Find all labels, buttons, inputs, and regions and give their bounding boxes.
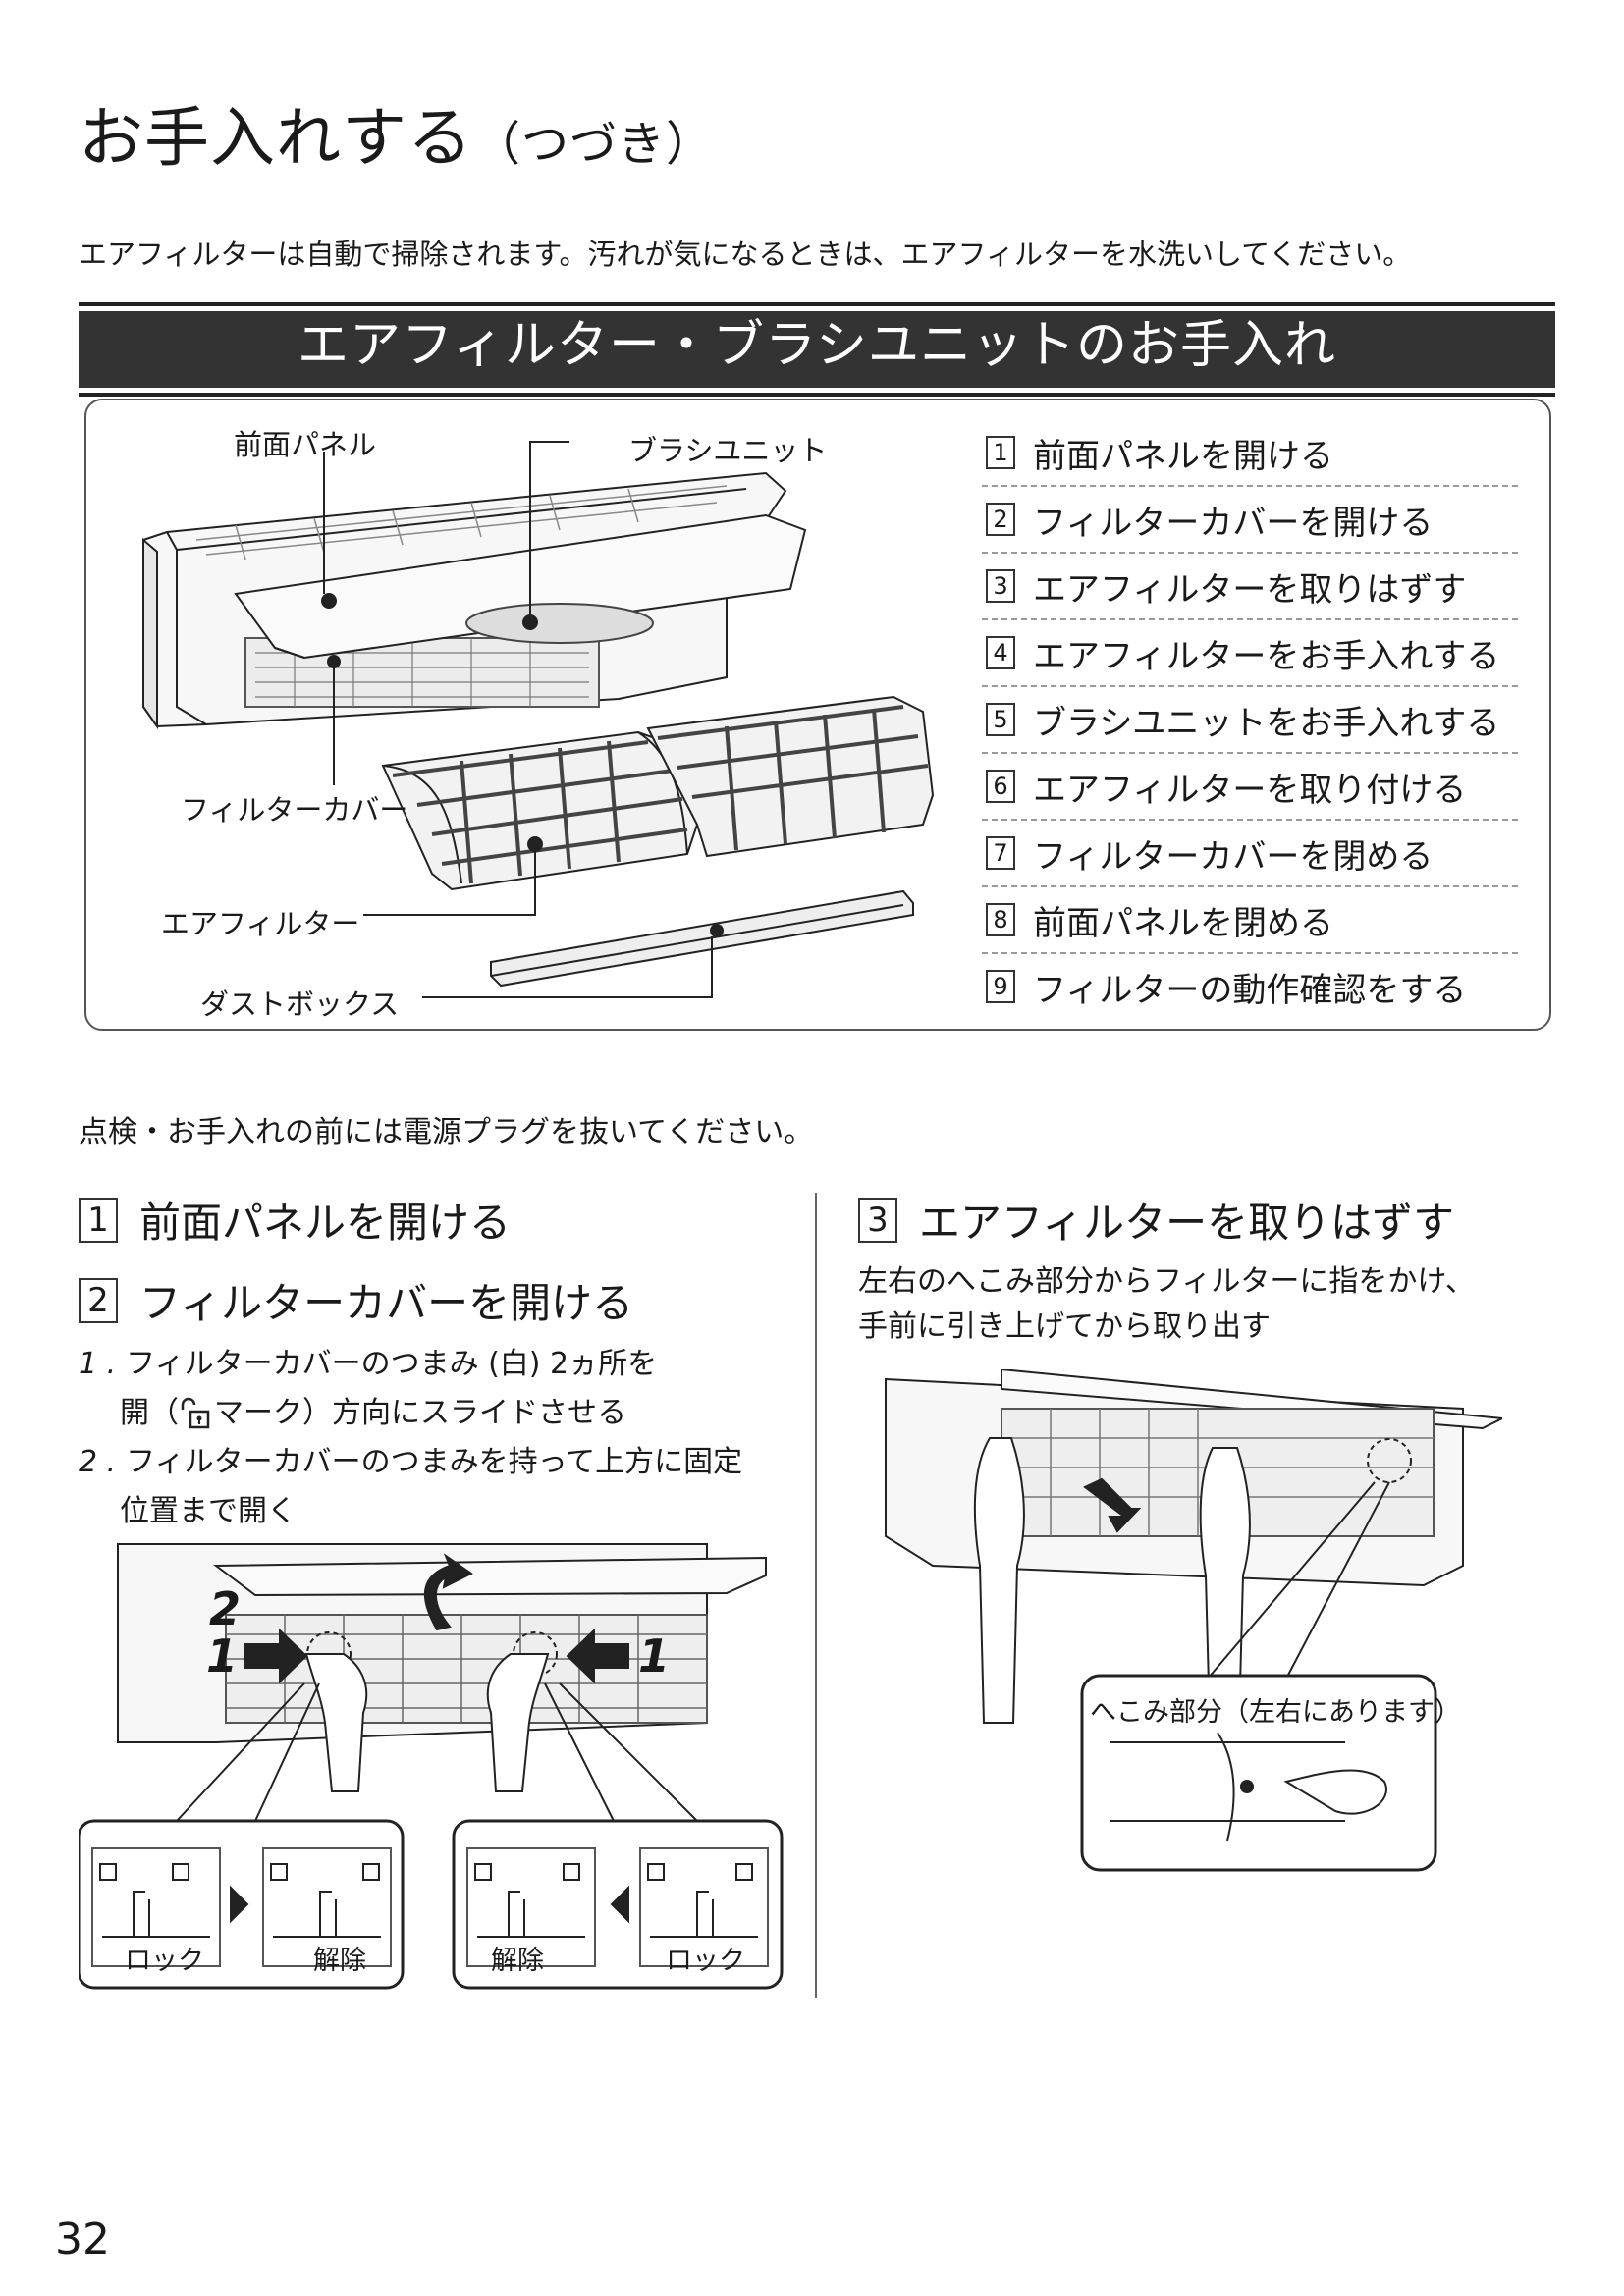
step-item: 2 フィルターカバーを開ける (982, 487, 1518, 554)
step-text: フィルターカバーを閉める (1033, 836, 1434, 877)
safety-warning: 点検・お手入れの前には電源プラグを抜いてください。 (79, 1115, 814, 1149)
step-number: 3 (986, 569, 1015, 603)
step3-title: エアフィルターを取りはずす (919, 1199, 1455, 1247)
label-dust-box: ダストボックス (200, 988, 400, 1021)
intro-text: エアフィルターは自動で掃除されます。汚れが気になるときは、エアフィルターを水洗い… (79, 238, 1412, 271)
step-number: 9 (986, 970, 1015, 1003)
lock-label: ロック (666, 1946, 745, 1976)
filter-cover-illustration (79, 1543, 784, 1990)
overview-box (84, 399, 1551, 1031)
page-title-suffix: （つづき） (473, 117, 715, 172)
instruction-1-number: 1 . (79, 1347, 117, 1381)
step1-title: 前面パネルを開ける (139, 1199, 512, 1247)
step-text: 前面パネルを開ける (1033, 436, 1333, 476)
step3-description-line1: 左右のへこみ部分からフィルターに指をかけ、 (858, 1264, 1475, 1299)
step3-number: 3 (858, 1197, 897, 1243)
label-air-filter: エアフィルター (161, 907, 360, 940)
step-number: 5 (986, 703, 1015, 736)
lift-step-label: 2 (209, 1582, 242, 1635)
section-banner-text: エアフィルター・ブラシユニットのお手入れ (79, 311, 1555, 388)
instruction-2-line1: フィルターカバーのつまみを持って上方に固定 (126, 1445, 743, 1479)
step1-heading: 1 前面パネルを開ける (79, 1190, 511, 1250)
step-item: 4 エアフィルターをお手入れする (982, 620, 1518, 687)
step-text: 前面パネルを閉める (1033, 903, 1333, 943)
step-text: フィルターカバーを開ける (1033, 503, 1434, 543)
step-item: 3 エアフィルターを取りはずす (982, 554, 1518, 620)
step-item: 6 エアフィルターを取り付ける (982, 754, 1518, 821)
step2-title: フィルターカバーを開ける (139, 1279, 634, 1327)
unlock-icon (181, 1397, 210, 1429)
unlock-label: 解除 (491, 1946, 544, 1976)
slide-step-label-left: 1 (206, 1629, 239, 1682)
section-banner: エアフィルター・ブラシユニットのお手入れ (79, 302, 1555, 397)
step-number: 8 (986, 903, 1015, 936)
step2-heading: 2 フィルターカバーを開ける (79, 1270, 633, 1330)
step-number: 2 (986, 503, 1015, 536)
column-divider (815, 1193, 817, 1998)
instruction-2-number: 2 . (79, 1445, 117, 1479)
step-item: 8 前面パネルを閉める (982, 887, 1518, 954)
slide-step-label-right: 1 (638, 1629, 671, 1682)
step-number: 1 (986, 436, 1015, 469)
instruction-2: 2 . フィルターカバーのつまみを持って上方に固定 位置まで開く (79, 1438, 742, 1536)
label-front-panel: 前面パネル (234, 428, 377, 461)
instruction-1-line2b: マーク）方向にスライドさせる (214, 1396, 626, 1430)
step3-description-line2: 手前に引き上げてから取り出す (858, 1309, 1271, 1344)
callout-label: へこみ部分（左右にあります） (1090, 1697, 1461, 1728)
label-brush-unit: ブラシユニット (628, 434, 828, 467)
instruction-2-line2: 位置まで開く (120, 1494, 297, 1528)
step-text: エアフィルターを取りはずす (1033, 569, 1467, 610)
step1-number: 1 (79, 1197, 118, 1243)
page-number: 32 (55, 2215, 110, 2265)
step-item: 1 前面パネルを開ける (982, 420, 1518, 487)
step-text: フィルターの動作確認をする (1033, 970, 1467, 1010)
step3-description: 左右のへこみ部分からフィルターに指をかけ、 手前に引き上げてから取り出す (858, 1259, 1475, 1350)
step2-number: 2 (79, 1277, 118, 1323)
instruction-1: 1 . フィルターカバーのつまみ (白) 2ヵ所を 開（ マーク）方向にスライドさ… (79, 1340, 657, 1438)
step-text: エアフィルターをお手入れする (1033, 636, 1500, 676)
step-text: ブラシユニットをお手入れする (1033, 703, 1500, 743)
unlock-label: 解除 (313, 1946, 366, 1976)
step-text: エアフィルターを取り付ける (1033, 770, 1467, 810)
step-number: 4 (986, 636, 1015, 669)
instruction-1-line1: フィルターカバーのつまみ (白) 2ヵ所を (126, 1347, 658, 1381)
page-title: お手入れする（つづき） (79, 100, 715, 176)
filter-removal-illustration (885, 1369, 1502, 1872)
step-item: 5 ブラシユニットをお手入れする (982, 687, 1518, 754)
step-number: 7 (986, 836, 1015, 870)
label-filter-cover: フィルターカバー (181, 793, 408, 827)
step-number: 6 (986, 770, 1015, 803)
instruction-1-line2a: 開（ (120, 1396, 179, 1430)
step-item: 9 フィルターの動作確認をする (982, 954, 1518, 1019)
step3-heading: 3 エアフィルターを取りはずす (858, 1190, 1454, 1250)
lock-label: ロック (125, 1946, 204, 1976)
parts-illustration (142, 441, 935, 998)
step-item: 7 フィルターカバーを閉める (982, 821, 1518, 887)
